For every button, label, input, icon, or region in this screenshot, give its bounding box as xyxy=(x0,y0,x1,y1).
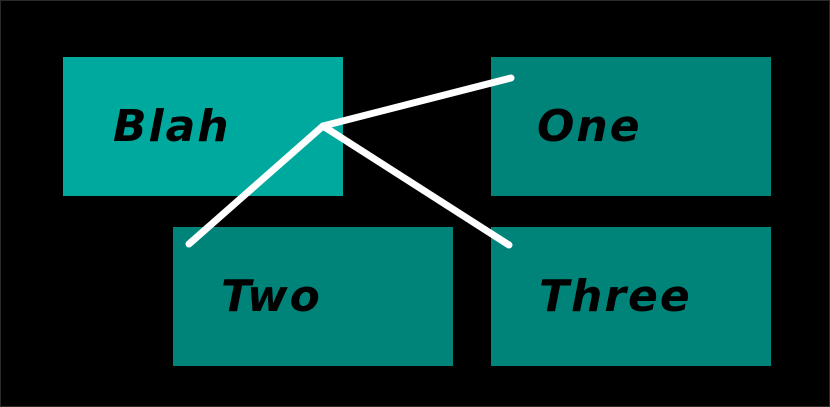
node-two: Two xyxy=(173,227,453,366)
node-blah: Blah xyxy=(63,57,343,196)
connector-to-one xyxy=(319,74,515,130)
node-blah-label: Blah xyxy=(113,101,231,152)
node-one-label: One xyxy=(537,101,642,152)
node-three-label: Three xyxy=(539,271,692,322)
node-one: One xyxy=(491,57,771,196)
node-two-label: Two xyxy=(221,271,322,322)
node-three: Three xyxy=(491,227,771,366)
